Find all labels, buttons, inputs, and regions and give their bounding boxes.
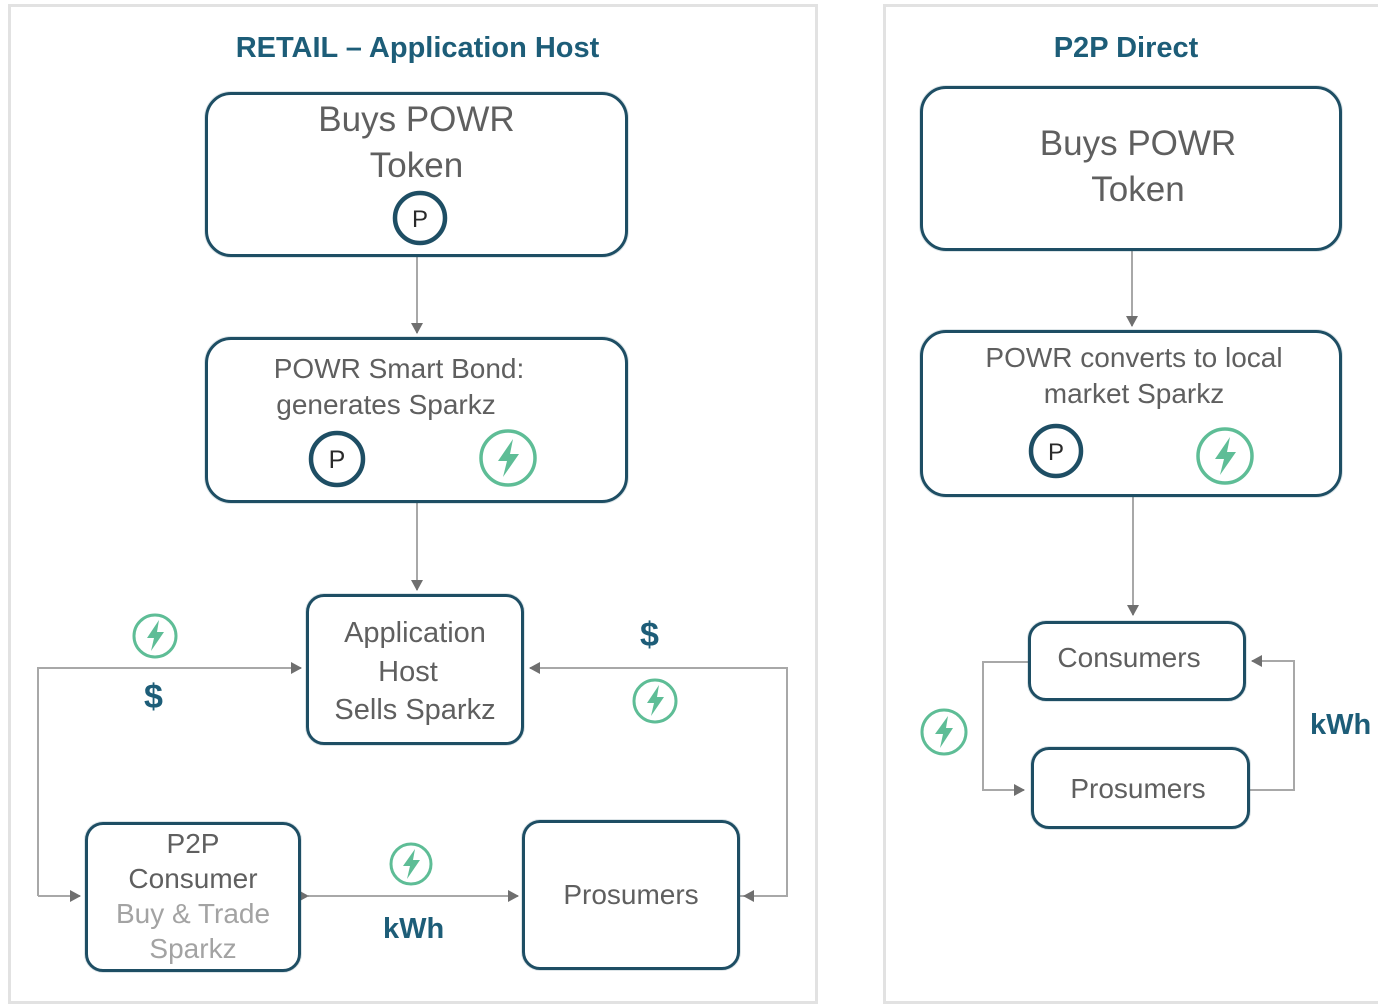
box-label: Prosumers: [563, 879, 699, 910]
box-label: Sparkz: [149, 933, 237, 964]
retail-title: RETAIL – Application Host: [235, 32, 600, 64]
consumers-box: [1028, 621, 1246, 701]
smart-bond-box: [205, 337, 628, 503]
arrow-consumers-to-prosumers: [982, 661, 1030, 796]
box-label: Application: [344, 617, 486, 649]
powr-converts-box: [920, 330, 1342, 497]
box-label: POWR Smart Bond:: [273, 353, 525, 384]
box-label: P2P: [166, 828, 220, 859]
spark-lightning-icon: [479, 429, 537, 487]
application-host-box: [306, 594, 524, 745]
spark-lightning-icon: [132, 613, 178, 659]
box-label: Consumer: [128, 863, 258, 894]
box-label: Buys POWR: [1039, 124, 1237, 163]
token-letter: P: [412, 206, 428, 233]
spark-lightning-icon: [389, 842, 433, 886]
box-label: Consumers: [1057, 642, 1201, 673]
spark-lightning-icon: [1196, 427, 1254, 485]
box-label: Sells Sparkz: [334, 694, 496, 726]
spark-lightning-icon: [632, 678, 678, 724]
token-letter: P: [329, 446, 346, 474]
dollar-label: $: [640, 616, 659, 654]
powr-token-icon: P: [308, 430, 366, 488]
box-label: Buy & Trade: [115, 898, 271, 929]
kwh-label: kWh: [383, 913, 445, 945]
box-label: Host: [378, 656, 438, 688]
box-label: Token: [369, 146, 464, 185]
box-label: Prosumers: [1070, 773, 1206, 804]
box-label: Token: [1091, 170, 1185, 209]
powr-token-icon: P: [392, 190, 448, 246]
arrow-left-loop-to-host: [37, 662, 302, 896]
dollar-label: $: [144, 678, 163, 716]
box-label: Buys POWR: [318, 100, 515, 139]
arrow-prosumers-to-consumers: [1250, 655, 1295, 791]
powr-token-icon: P: [1028, 423, 1084, 479]
p2p-consumer-box: [85, 822, 301, 972]
prosumers-box: [522, 820, 740, 970]
token-letter: P: [1048, 439, 1064, 466]
spark-lightning-icon: [920, 708, 968, 756]
kwh-label: kWh: [1310, 709, 1372, 741]
box-label: market Sparkz: [1043, 378, 1225, 409]
p2p-direct-title: P2P Direct: [1053, 32, 1199, 64]
box-label: generates Sparkz: [276, 389, 496, 420]
buys-powr-token-box: [920, 86, 1342, 251]
box-label: POWR converts to local: [985, 342, 1283, 373]
prosumers-box: [1031, 747, 1250, 829]
